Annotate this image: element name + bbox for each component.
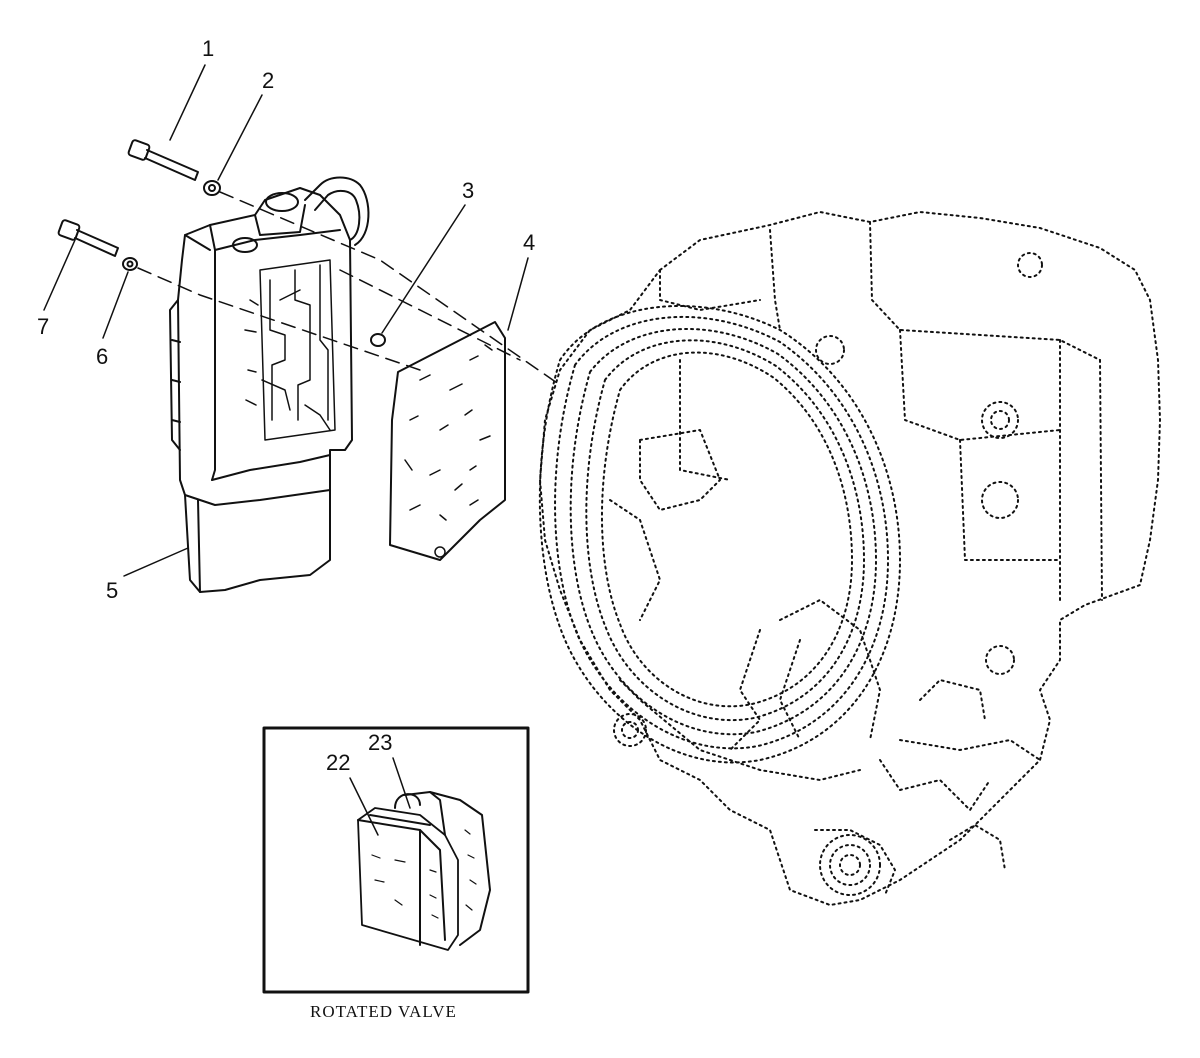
inset-caption: ROTATED VALVE	[310, 1002, 457, 1021]
valve-body-passages	[244, 259, 336, 441]
rotated-valve-inset	[262, 726, 530, 994]
gasket-item-4	[389, 321, 506, 561]
washer-item-6	[122, 257, 138, 271]
callout-3: 3	[462, 178, 475, 203]
leader-lines	[43, 64, 529, 836]
callout-4: 4	[523, 230, 536, 255]
valve-body	[169, 176, 370, 593]
callout-7: 7	[37, 314, 50, 339]
callout-5: 5	[106, 578, 119, 603]
bolt-item-1	[127, 139, 199, 181]
callout-22: 22	[326, 750, 351, 775]
callout-23: 23	[368, 730, 393, 755]
bolt-item-7	[57, 219, 119, 257]
washer-item-2	[203, 180, 221, 196]
transmission-housing	[538, 211, 1161, 906]
ball-item-3	[370, 333, 386, 347]
callout-2: 2	[262, 68, 275, 93]
assembly-lines	[137, 191, 561, 386]
callout-6: 6	[96, 344, 109, 369]
callout-1: 1	[202, 36, 215, 61]
